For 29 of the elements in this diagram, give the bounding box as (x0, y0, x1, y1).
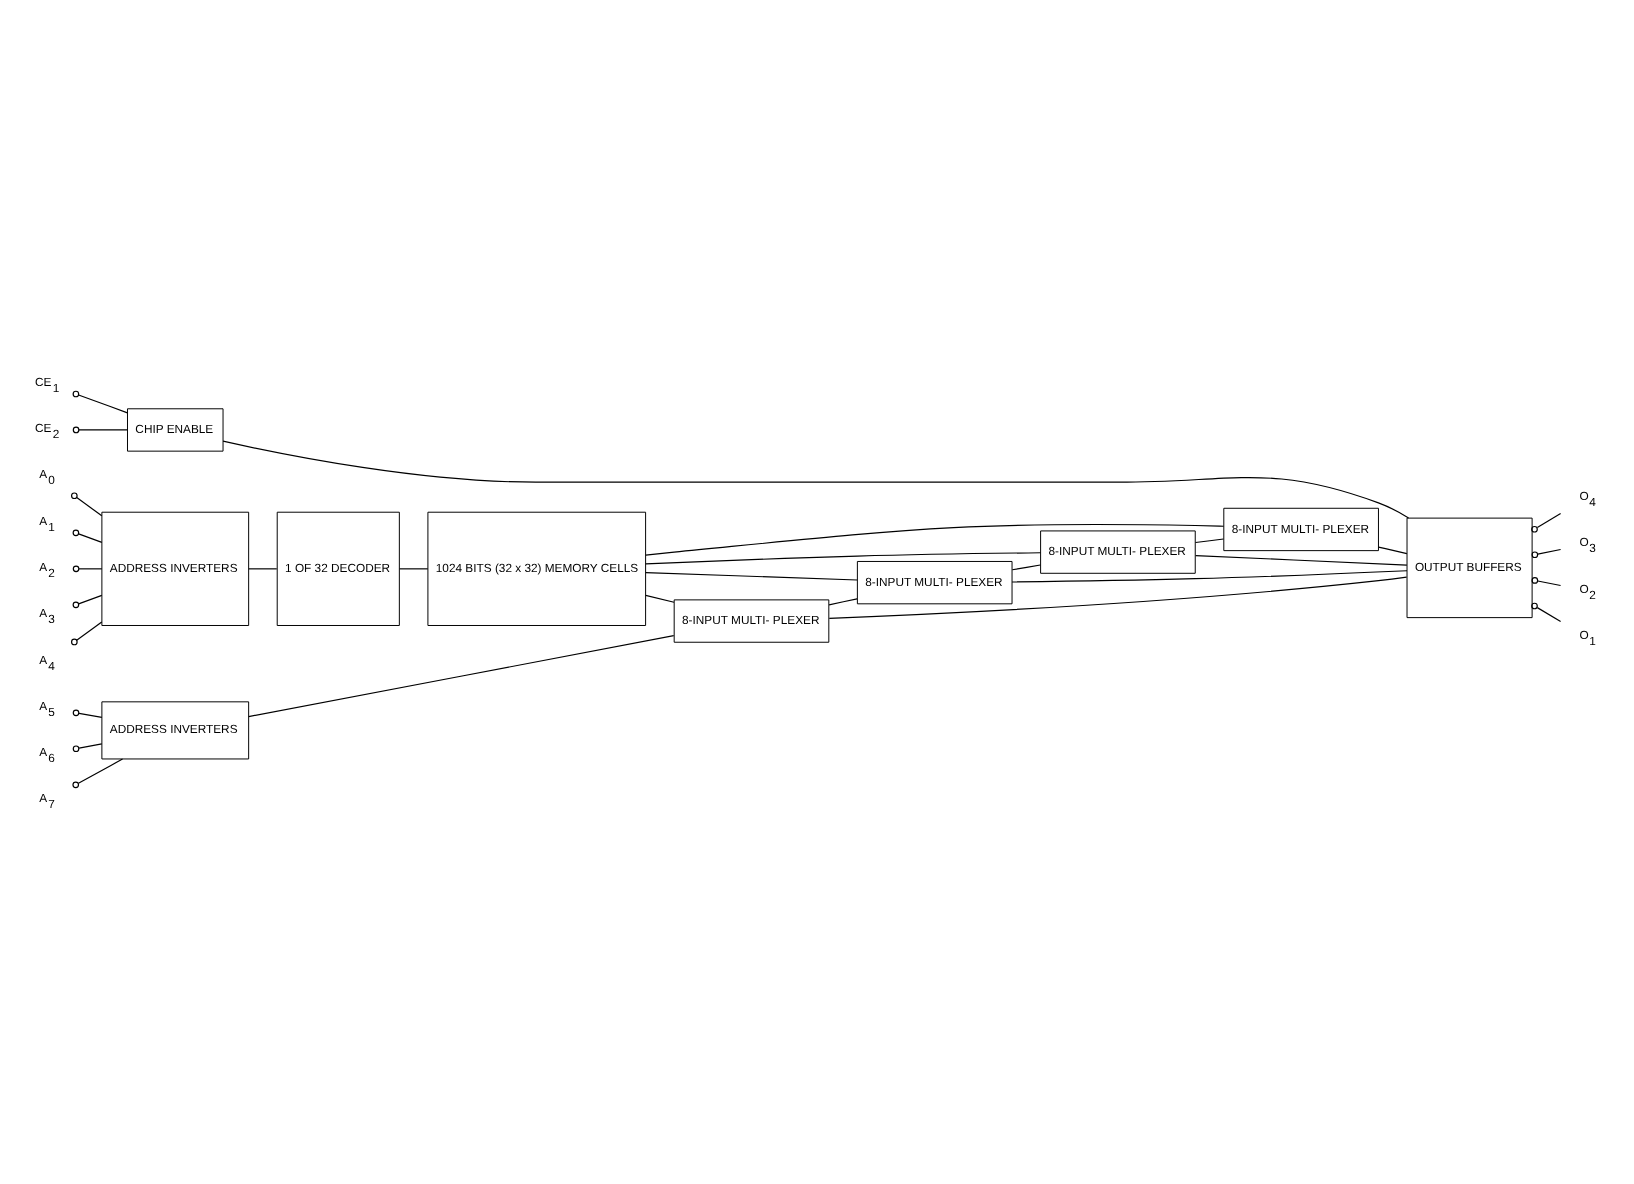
connector (248, 635, 675, 718)
connector (1531, 577, 1562, 587)
connector (828, 598, 858, 606)
connector (72, 709, 103, 718)
connector (222, 440, 1410, 519)
connector (1531, 602, 1562, 623)
connector (1194, 538, 1225, 544)
connector (1011, 564, 1041, 571)
connector (645, 594, 675, 603)
connector (398, 568, 429, 570)
connector (1195, 554, 1408, 566)
connector (72, 565, 103, 573)
connector (1531, 512, 1562, 533)
connector (1011, 570, 1408, 583)
connector (1531, 548, 1562, 559)
connector (72, 743, 103, 753)
connector (72, 426, 129, 434)
connector (645, 572, 858, 581)
connector (828, 576, 1408, 619)
connector (72, 529, 103, 543)
connector (645, 523, 1225, 556)
connector (645, 552, 1042, 565)
connector (72, 758, 124, 789)
connector (1377, 546, 1408, 555)
connector (71, 621, 103, 646)
connector (71, 492, 103, 517)
connector (72, 594, 103, 609)
connector (72, 390, 129, 414)
connector (248, 568, 278, 570)
